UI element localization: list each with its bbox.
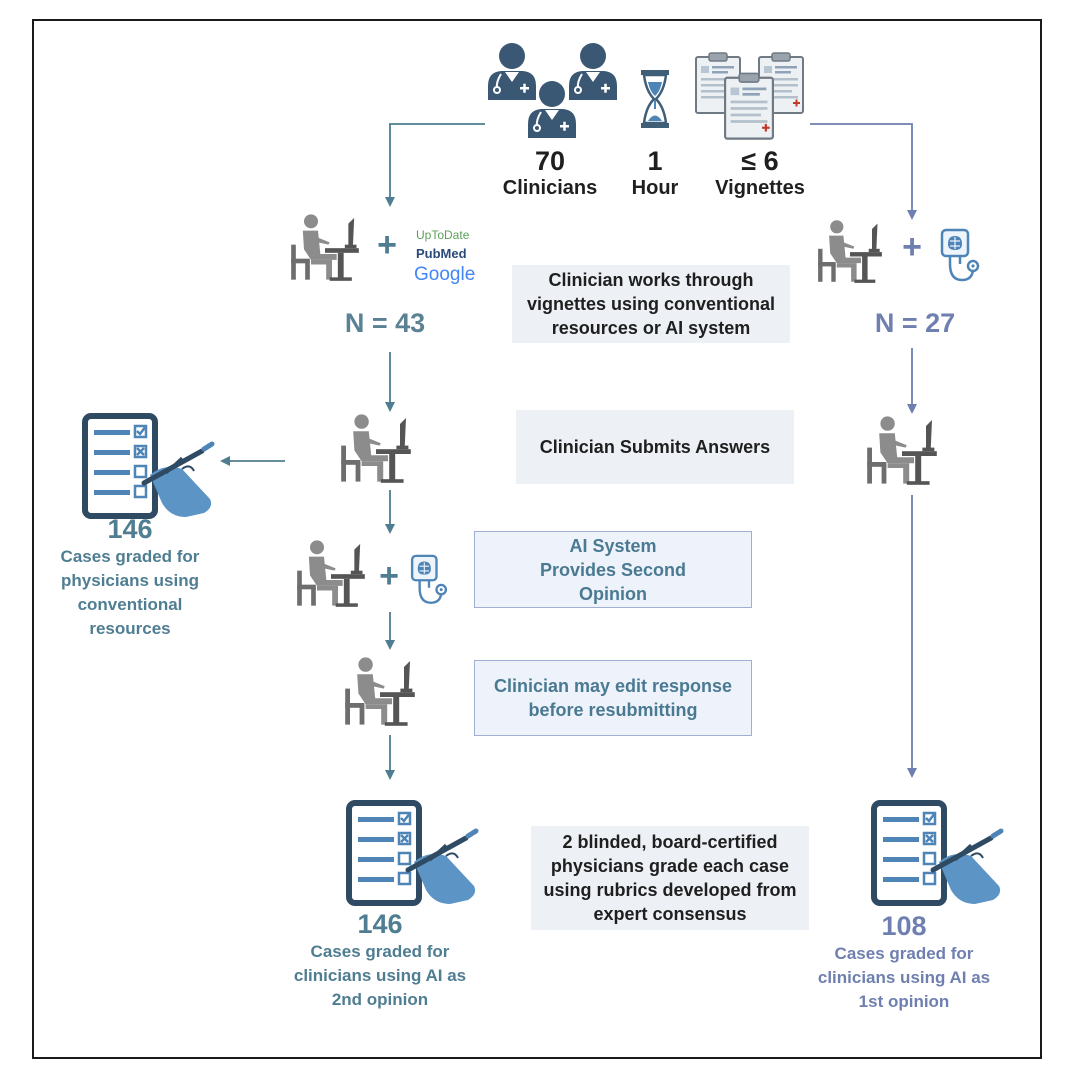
- pubmed-logo: PubMed: [416, 246, 467, 261]
- outcome-first-opinion-count: 108: [881, 911, 927, 941]
- stat-clinicians-number: 70: [534, 146, 566, 176]
- clipboard-icon: [724, 72, 774, 140]
- stat-time-number: 1: [647, 146, 663, 176]
- conventional-resources-logos: UpToDate PubMed Google: [412, 226, 482, 290]
- stat-clinicians-label: Clinicians: [502, 177, 598, 199]
- stat-time: 1 Hour: [620, 146, 690, 200]
- outcome-second-opinion: 146 Cases graded for clinicians using AI…: [290, 909, 470, 1012]
- left-arm-n: N = 43: [344, 308, 426, 338]
- arrow-icon: [810, 123, 917, 220]
- plus-icon: +: [377, 226, 397, 264]
- uptodate-logo: UpToDate: [416, 228, 470, 242]
- right-arm-n: N = 27: [874, 308, 956, 338]
- clinician-at-desk-icon: [290, 212, 360, 282]
- checklist-hand-icon: [346, 800, 486, 910]
- step-second-opinion-box: AI System Provides Second Opinion: [474, 531, 752, 608]
- outcome-conventional-label: Cases graded for physicians using conven…: [60, 547, 200, 638]
- outcome-first-opinion: 108 Cases graded for clinicians using AI…: [814, 911, 994, 1014]
- ai-stethoscope-icon: [940, 228, 980, 292]
- step-submit-box: Clinician Submits Answers: [516, 410, 794, 484]
- step-edit-box: Clinician may edit response before resub…: [474, 660, 752, 736]
- outcome-second-opinion-label: Cases graded for clinicians using AI as …: [293, 942, 467, 1009]
- arrow-icon: [385, 123, 485, 207]
- outcome-conventional-count: 146: [107, 514, 153, 544]
- plus-icon: +: [379, 557, 399, 595]
- checklist-hand-icon: [871, 800, 1011, 910]
- clinician-at-desk-icon: [817, 218, 883, 284]
- stat-vignettes: ≤ 6 Vignettes: [700, 146, 820, 200]
- step-work-box: Clinician works through vignettes using …: [512, 265, 790, 343]
- plus-icon: +: [902, 228, 922, 266]
- stat-vignettes-label: Vignettes: [715, 177, 805, 199]
- hourglass-icon: [640, 68, 670, 130]
- doctor-icon: [527, 80, 577, 140]
- stat-vignettes-number: ≤ 6: [741, 146, 779, 176]
- stat-clinicians: 70 Clinicians: [490, 146, 610, 200]
- clinician-at-desk-icon: [340, 412, 412, 484]
- clinician-at-desk-icon: [866, 414, 938, 486]
- google-logo: Google: [414, 264, 476, 285]
- outcome-conventional: 146 Cases graded for physicians using co…: [45, 514, 215, 641]
- stat-time-label: Hour: [631, 177, 679, 199]
- checklist-hand-icon: [82, 413, 222, 523]
- clinician-at-desk-icon: [344, 655, 416, 727]
- outcome-second-opinion-count: 146: [357, 909, 403, 939]
- outcome-first-opinion-label: Cases graded for clinicians using AI as …: [817, 944, 991, 1011]
- clinician-at-desk-icon: [296, 538, 366, 608]
- ai-stethoscope-icon: [410, 554, 448, 614]
- step-grading-box: 2 blinded, board-certified physicians gr…: [531, 826, 809, 930]
